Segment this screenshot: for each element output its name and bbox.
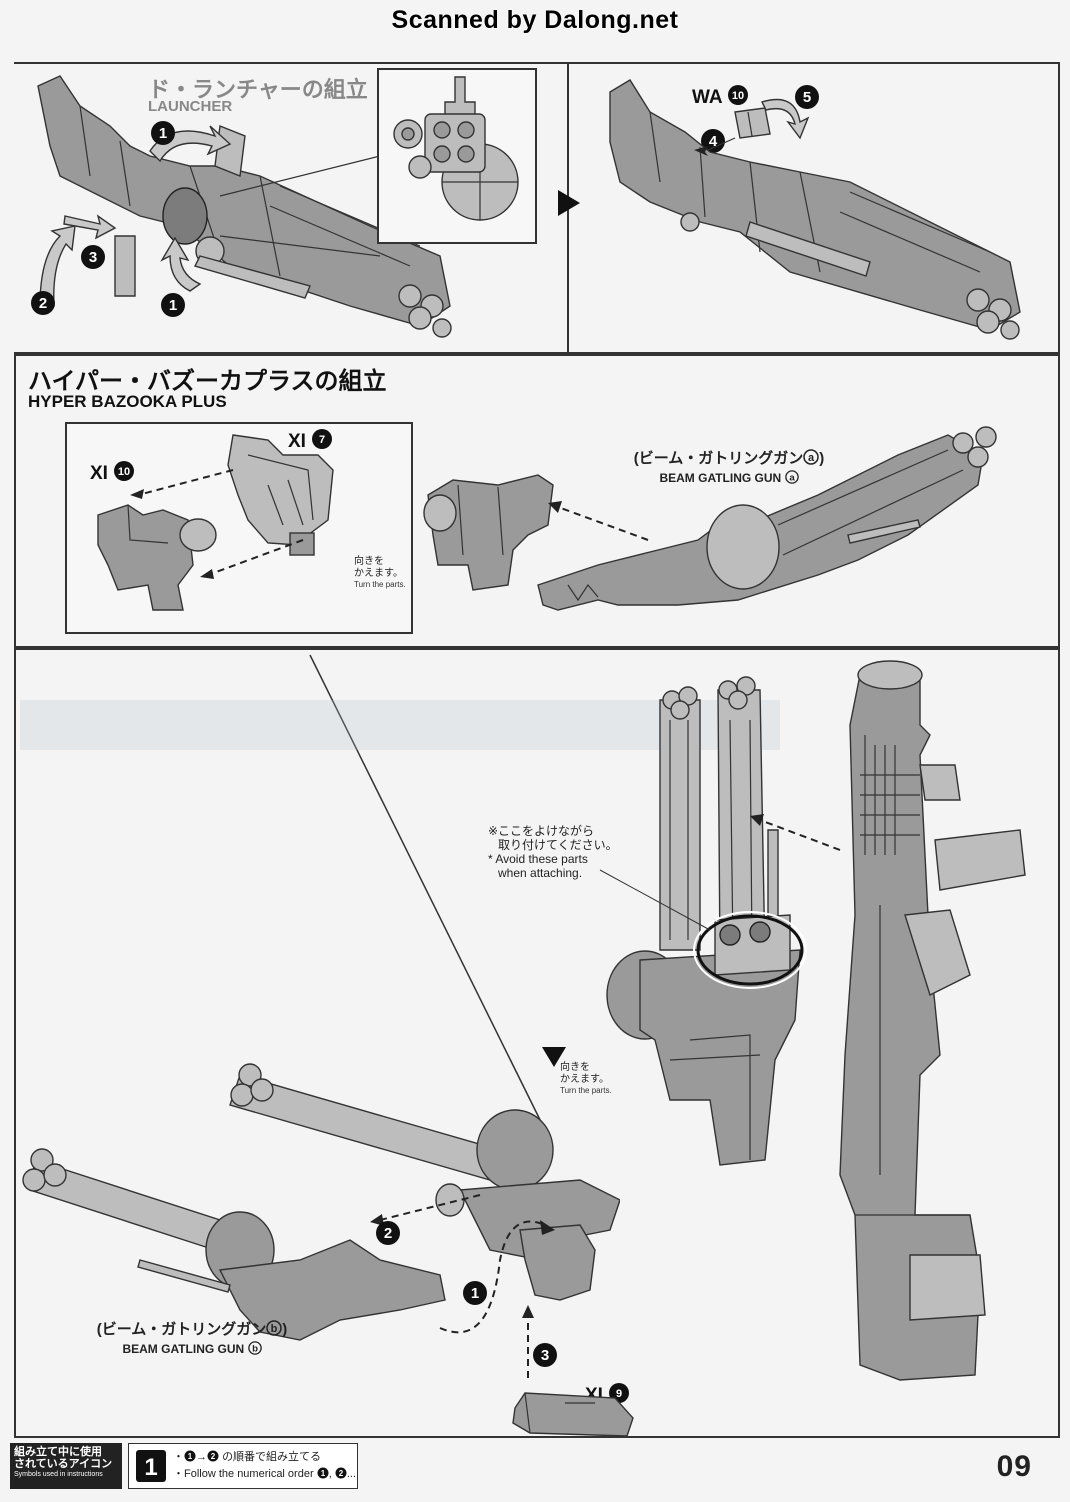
panel1-inset-drawing: [393, 76, 519, 221]
diagonal-divider: [309, 654, 551, 1141]
section-lower-frame: [14, 648, 1060, 1438]
step-marker: 2: [376, 1221, 400, 1245]
bazooka-vertical-drawing: [839, 660, 1026, 1381]
turn-note: 向きを かえます。 Turn the parts.: [354, 556, 406, 589]
step-marker: 3: [81, 245, 105, 269]
turn-note-lower: 向きを かえます。 Turn the parts.: [560, 1062, 612, 1095]
part-label-xi7: XI 7: [288, 428, 333, 453]
svg-text:7: 7: [319, 434, 325, 446]
svg-text:a: a: [789, 473, 795, 484]
svg-text:4: 4: [709, 133, 718, 150]
svg-text:1: 1: [320, 1469, 325, 1478]
svg-text:1: 1: [471, 1285, 479, 1302]
svg-text:a: a: [808, 452, 815, 464]
circled-letter-icon: a: [803, 449, 820, 465]
panel-launcher-frame: [14, 62, 1060, 354]
step-marker: 2: [31, 291, 55, 315]
svg-text:1: 1: [169, 297, 177, 314]
step-one-icon: 1: [184, 1450, 196, 1462]
step-two-icon: 2: [207, 1450, 219, 1462]
step-marker: 1: [161, 293, 185, 317]
background-ghost-band: [20, 700, 780, 750]
bazooka-inset-drawing: [97, 434, 334, 611]
rule-ja: の順番で組み立てる: [222, 1451, 322, 1463]
note-leader-line: [599, 869, 711, 931]
svg-text:10: 10: [118, 466, 130, 478]
step-marker: 1: [463, 1281, 487, 1305]
panel2-launcher-drawing: [609, 79, 1021, 340]
flow-arrow-icon: [558, 190, 580, 216]
bazooka-title-ja: ハイパー・バズーカプラスの組立: [28, 368, 387, 395]
svg-text:3: 3: [89, 249, 97, 266]
part-label-xi10: XI 10: [90, 460, 135, 485]
circled-letter-icon: a: [784, 470, 799, 484]
svg-text:10: 10: [732, 90, 744, 102]
avoid-parts-note: ※ここをよけながら 取り付けてください。 * Avoid these parts…: [488, 824, 618, 880]
svg-text:9: 9: [616, 1388, 622, 1400]
bazooka-assembly-drawing: [423, 426, 997, 611]
rule-en: Follow the numerical order: [184, 1468, 314, 1480]
icon-legend-heading: 組み立て中に使用 されているアイコン Symbols used in instr…: [10, 1443, 122, 1489]
part-xi9-drawing: [512, 1392, 634, 1437]
bazooka-title-en: HYPER BAZOOKA PLUS: [28, 392, 227, 411]
part-number-icon: 10: [728, 85, 749, 105]
step-marker: 1: [151, 121, 175, 145]
flow-arrow-down-icon: [542, 1047, 566, 1067]
svg-text:1: 1: [159, 125, 167, 142]
section-bazooka-frame: [14, 354, 1060, 648]
panel1-launcher-drawing: [37, 75, 452, 338]
part-label-wa10: WA 10: [692, 84, 749, 109]
scan-watermark: Scanned by Dalong.net: [391, 6, 679, 34]
part-number-icon: 10: [114, 461, 135, 481]
svg-text:2: 2: [384, 1225, 392, 1242]
gatling-vertical-drawing: [606, 676, 807, 1166]
circled-letter-icon: b: [266, 1320, 283, 1336]
panel1-subtitle-fragment: LAUNCHER: [148, 98, 233, 115]
svg-text:2: 2: [39, 295, 47, 312]
svg-text:1: 1: [188, 1452, 193, 1461]
panel1-title-fragment: ド・ランチャーの組立: [148, 77, 368, 102]
svg-text:1: 1: [144, 1454, 157, 1481]
step-two-icon: 2: [335, 1467, 347, 1479]
step-one-icon: 1: [317, 1467, 329, 1479]
part-number-icon: 7: [312, 429, 333, 449]
svg-text:5: 5: [803, 89, 811, 106]
step-marker: 5: [795, 85, 819, 109]
insertion-arrow-right: [750, 814, 841, 851]
svg-text:3: 3: [541, 1347, 549, 1364]
svg-text:b: b: [252, 1344, 258, 1355]
icon-legend-explanation: 1 ・1→2 の順番で組み立てる ・Follow the numerical o…: [128, 1443, 358, 1489]
circled-letter-icon: b: [247, 1341, 262, 1355]
step-number-icon: 1: [136, 1450, 166, 1482]
gatling-b-drawing: [22, 1063, 620, 1380]
svg-text:2: 2: [211, 1452, 216, 1461]
svg-text:b: b: [271, 1323, 278, 1335]
svg-text:2: 2: [339, 1469, 344, 1478]
step-marker: 3: [533, 1343, 557, 1367]
page-number: 09: [996, 1450, 1032, 1483]
